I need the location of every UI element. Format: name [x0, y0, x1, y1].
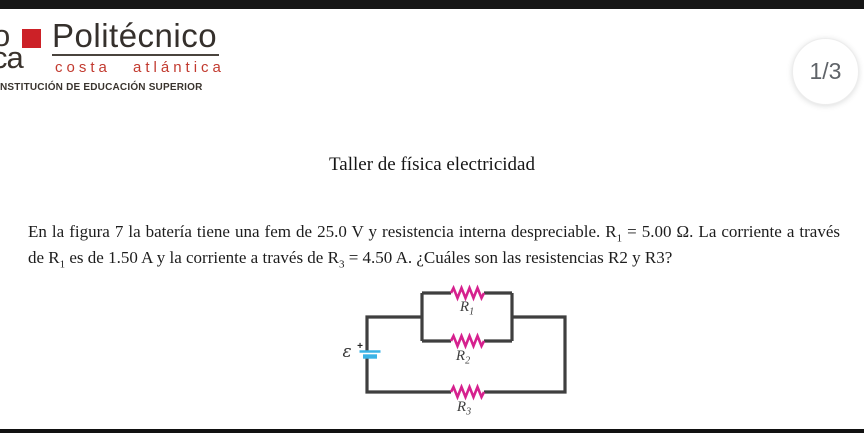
brand-name: Politécnico — [52, 17, 220, 56]
top-bar — [0, 0, 864, 9]
subscript: 3 — [338, 258, 345, 271]
bottom-bar — [0, 429, 864, 433]
institution-logo: o ca Politécnico costa atlántica NSTITUC… — [0, 17, 260, 100]
subscript: 1 — [59, 258, 66, 271]
resistor-label-r1: R1 — [459, 299, 474, 318]
battery-plus-label: + — [357, 341, 363, 352]
logo-monogram-top: o — [0, 18, 11, 53]
resistor-label-r3: R3 — [456, 399, 471, 418]
page-indicator-badge: 1/3 — [792, 38, 859, 105]
page-title: Taller de física electricidad — [329, 154, 535, 175]
paragraph-text: En la figura 7 la batería tiene una fem … — [28, 222, 617, 241]
page-indicator-label: 1/3 — [809, 58, 842, 84]
resistor-r1-zigzag — [449, 284, 486, 302]
resistor-r2-zigzag — [449, 332, 486, 350]
resistor-label-r2: R2 — [455, 348, 470, 367]
battery-icon — [359, 350, 381, 359]
resistor-r3-zigzag — [449, 383, 486, 401]
paragraph-text: es de 1.50 A y la corriente a través de … — [65, 248, 339, 267]
emf-label: ε — [342, 342, 351, 362]
logo-monogram-bottom: ca — [0, 40, 24, 75]
circuit-diagram: + ε R1 R2 R3 — [342, 284, 567, 418]
subscript: 1 — [616, 232, 623, 245]
logo-red-square-icon — [22, 29, 41, 48]
circuit-figure: + ε R1 R2 R3 — [330, 275, 580, 433]
paragraph-text: = 4.50 A. ¿Cuáles son las resistencias R… — [344, 248, 673, 267]
circuit-wires — [365, 291, 567, 394]
problem-paragraph: En la figura 7 la batería tiene una fem … — [28, 219, 840, 271]
brand-subtitle: costa atlántica — [55, 59, 225, 76]
paragraph-text: = 5.00 Ω. La corriente a través de R — [28, 222, 840, 267]
brand-tagline: NSTITUCIÓN DE EDUCACIÓN SUPERIOR — [0, 82, 203, 93]
